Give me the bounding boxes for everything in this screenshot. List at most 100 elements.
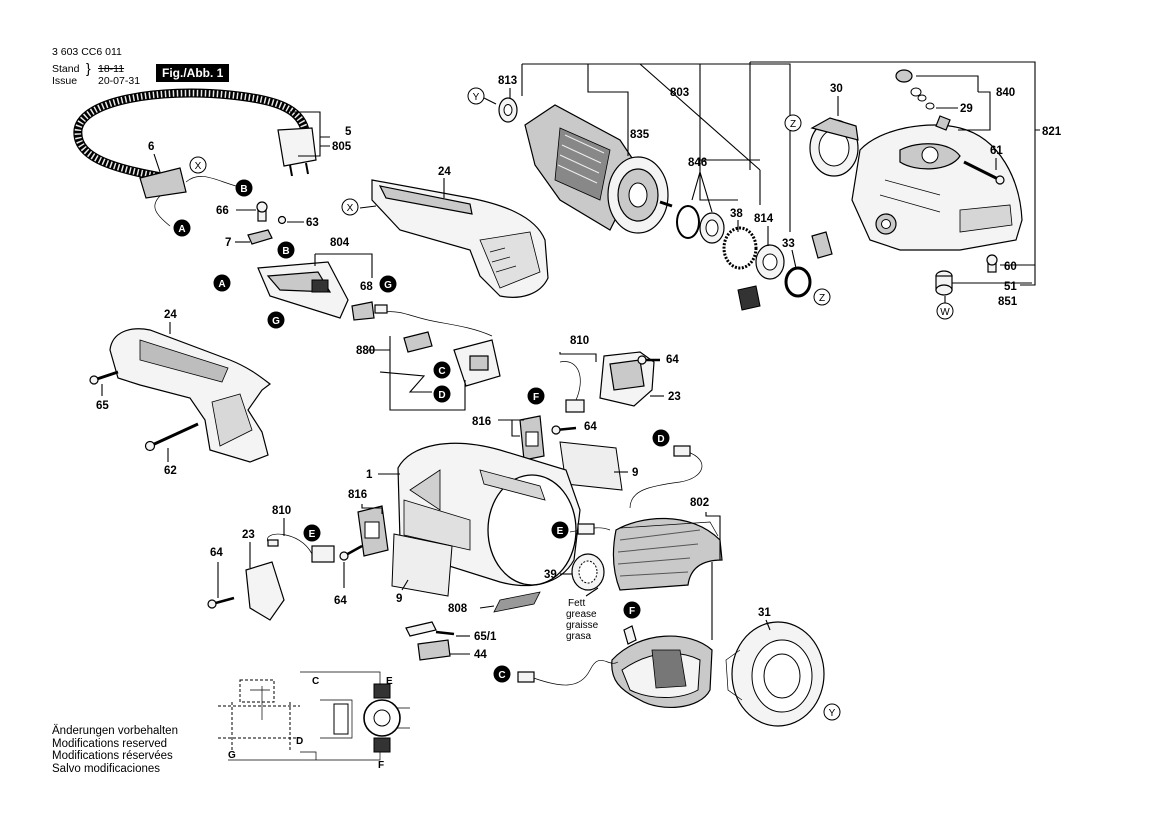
screw-64a-icon [637,355,660,365]
wiring-diagram [218,671,410,761]
brush-816-a [519,415,545,461]
callout-c-2-text: C [498,670,505,681]
screw-61-icon [963,160,1005,185]
bushing-51-icon [935,270,953,296]
small-parts-840 [895,69,951,131]
callout-z-1-text: Z [790,119,796,130]
part-64-d: 64 [334,595,347,607]
part-65-1: 65/1 [474,631,497,643]
screw-65-icon [89,370,119,385]
callout-g-1-text: G [272,316,280,327]
field-coil-bottom [611,635,713,709]
part-60: 60 [1004,261,1017,273]
callout-d-2: D [652,429,670,447]
callout-x-1-text: X [195,161,202,172]
stand-value: 18-11 [98,63,125,75]
field-coil-top [612,517,723,591]
callout-a-1-text: A [178,224,185,235]
part-880: 880 [356,345,375,357]
part-63: 63 [306,217,319,229]
doc-number: 3 603 CC6 011 [52,46,122,58]
callout-y-2: Y [823,703,841,721]
callout-z-1: Z [784,114,802,132]
part-840: 840 [996,87,1015,99]
callout-e-1: E [303,524,321,542]
part-9-a: 9 [632,467,638,479]
armature [498,97,673,234]
screw-62-icon [144,422,199,452]
part-62: 62 [164,465,177,477]
modification-notes: Änderungen vorbehalten Modifications res… [52,725,178,775]
wiring-label-e: E [386,676,393,687]
part-810-b: 810 [272,505,291,517]
wiring-label-f: F [378,760,384,771]
clip-44 [405,621,455,661]
brace-icon: } [86,60,91,76]
callout-b-1: B [235,179,253,197]
part-33: 33 [782,238,795,250]
callout-e-2: E [551,521,569,539]
callout-g-2-text: G [384,280,392,291]
part-810-top: 810 [570,335,589,347]
part-851: 851 [998,296,1018,308]
part-38: 38 [730,208,743,220]
part-64-b: 64 [584,421,597,433]
callout-g-1: G [267,311,285,329]
part-23-a: 23 [668,391,681,403]
screw-64d-icon [339,544,363,561]
part-66: 66 [216,205,229,217]
spindle-cover [809,117,859,177]
figure-badge: Fig./Abb. 1 [156,64,230,82]
wiring-label-g: G [228,750,236,761]
part-802: 802 [690,497,709,509]
callout-e-1-text: E [309,529,316,540]
callout-a-2-text: A [218,279,225,290]
callout-c-1: C [433,361,451,379]
part-803: 803 [670,87,689,99]
part-64-a: 64 [666,354,679,366]
part-816-a: 816 [472,416,491,428]
gear-housing [851,124,1023,251]
part-39: 39 [544,569,557,581]
part-61: 61 [990,145,1003,157]
part-29: 29 [960,103,973,115]
grease-es: grasa [566,631,591,642]
part-24-top: 24 [438,166,451,178]
note-de: Änderungen vorbehalten [52,725,178,737]
part-813: 813 [498,75,517,87]
gear-bearing-parts [676,205,833,311]
part-68: 68 [360,281,373,293]
switch-assembly [247,201,375,321]
callout-y-2-text: Y [829,708,836,719]
rear-handle [109,328,271,463]
callout-f-1-text: F [533,392,539,403]
callout-c-1-text: C [438,366,445,377]
part-804: 804 [330,237,350,249]
callout-y-1-text: Y [473,92,480,103]
brush-holder-right [559,351,655,413]
grease-fett: Fett [568,598,585,609]
grease-fr: graisse [566,620,599,631]
part-44: 44 [474,649,487,661]
callout-x-2-text: X [347,203,354,214]
part-23-b: 23 [242,529,255,541]
wiring-label-d: D [296,736,303,747]
note-es: Salvo modificaciones [52,762,161,775]
callout-g-2: G [379,275,397,293]
stand-label: Stand [52,63,80,75]
part-808: 808 [448,603,468,615]
part-5: 5 [345,126,352,138]
end-shield-31 [725,621,825,727]
callout-b-2-text: B [282,246,289,257]
note-en: Modifications reserved [52,737,168,750]
callout-d-1: D [433,385,451,403]
part-7: 7 [225,237,231,249]
part-835: 835 [630,129,650,141]
issue-value: 20-07-31 [98,75,141,87]
part-51: 51 [1004,281,1017,293]
callout-z-2-text: Z [819,293,825,304]
brush-816-b [357,505,389,557]
callout-b-1-text: B [240,184,247,195]
electronics-module [374,304,501,387]
part-6: 6 [148,141,154,153]
